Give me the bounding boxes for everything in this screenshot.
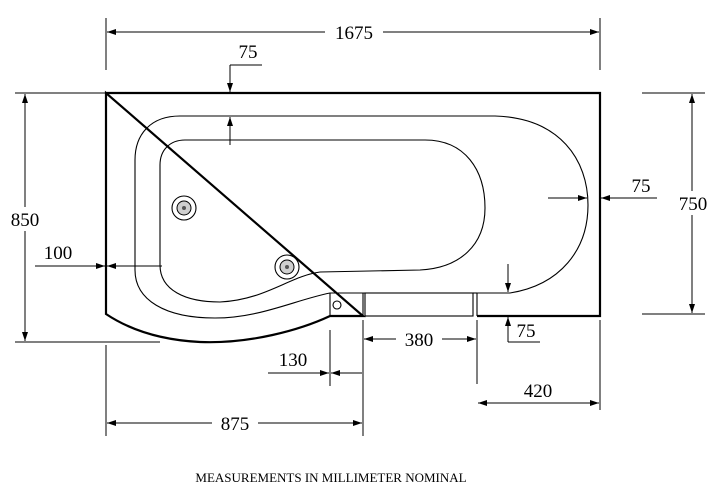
dim-overall-length: 1675 [105,18,601,70]
label-top-rim: 75 [239,42,258,63]
label-left-rim: 100 [44,243,73,264]
bath-basin [159,139,486,303]
label-curved-section: 875 [221,414,250,435]
dim-height-inner: 750 [642,92,714,315]
overflow-icon [332,300,342,310]
label-right-panel: 420 [524,381,553,402]
label-overall-length: 1675 [335,23,373,44]
dim-panel-width: 380 [362,320,478,436]
dim-panel-offset: 130 [268,330,362,386]
label-height-inner: 750 [679,194,708,215]
dim-right-panel: 420 [478,320,601,410]
dim-front-rim: 75 [505,264,540,343]
dim-height-total: 850 [4,92,160,343]
bath-rim [134,115,589,319]
label-panel-width: 380 [405,330,434,351]
diagram-caption: MEASUREMENTS IN MILLIMETER NOMINAL [195,470,466,485]
dim-right-rim: 75 [548,176,657,201]
jet-icon [274,254,300,280]
label-front-rim: 75 [517,321,536,342]
bath-outer-outline [104,90,602,344]
dim-top-rim: 75 [227,42,262,145]
label-right-rim: 75 [632,176,651,197]
front-panel [329,292,510,317]
drain-icon [171,195,197,221]
label-panel-offset: 130 [279,350,308,371]
dim-curved-section: 875 [105,345,362,436]
label-height-total: 850 [11,210,40,231]
dim-left-rim: 100 [35,243,162,269]
